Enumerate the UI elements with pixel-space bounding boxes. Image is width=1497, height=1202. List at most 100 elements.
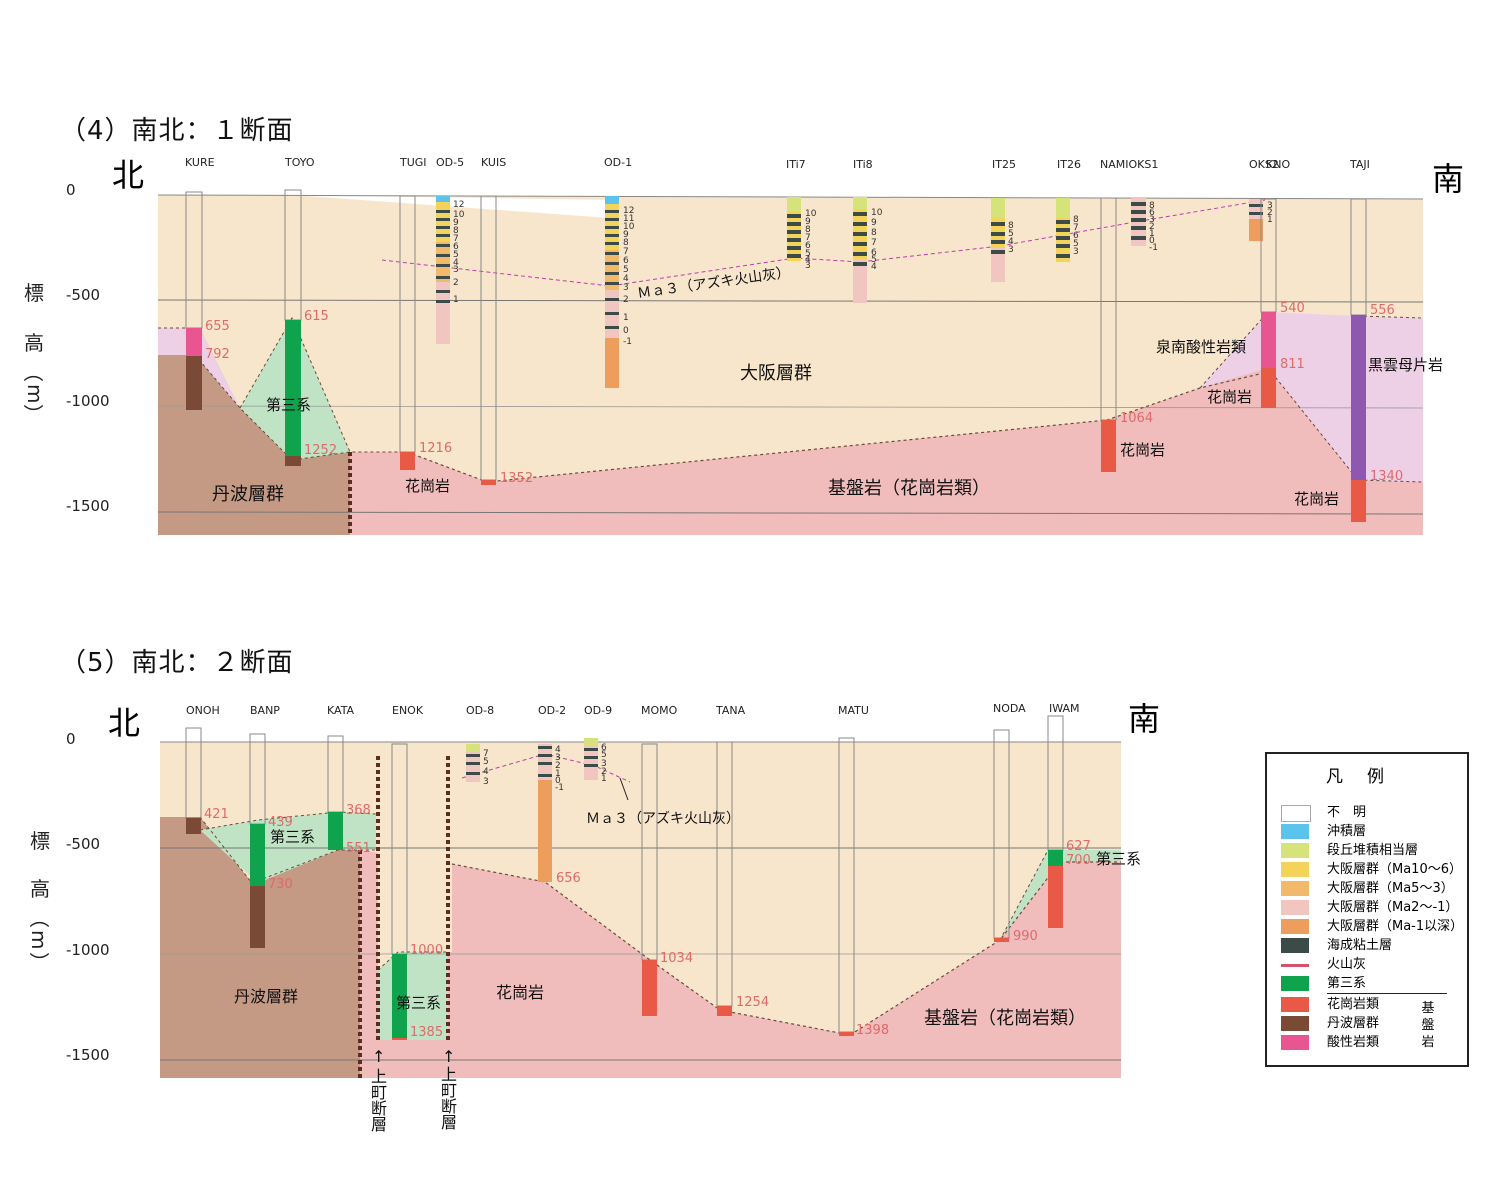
bh-label-od2: OD-2 (538, 704, 566, 717)
label-sennan: 泉南酸性岩類 (1156, 338, 1246, 356)
borehole-tana (716, 741, 733, 1016)
acidic-strip-north-1 (158, 328, 240, 408)
iti8-layer: 8 (871, 228, 877, 238)
tanba-area-1 (158, 355, 350, 535)
nami-layer: 8 (1149, 201, 1155, 211)
label-tertiary: 第三系 (396, 994, 441, 1012)
borehole-noda (993, 729, 1010, 942)
depth-label: 421 (204, 807, 229, 822)
depth-label: 551 (346, 841, 371, 856)
borehole-od9 (584, 738, 598, 780)
od1-layer: 9 (623, 230, 629, 240)
legend-divider (1327, 993, 1447, 994)
tick-label: -1500 (66, 1046, 110, 1064)
borehole-kuis (480, 195, 497, 485)
borehole-enok (391, 743, 408, 1040)
bh-label-iwam: IWAM (1049, 702, 1080, 715)
it25-layer: 8 (1008, 221, 1014, 231)
depth-label: 1216 (419, 441, 452, 456)
borehole-onoh (185, 727, 202, 834)
od9-layer: 3 (601, 759, 607, 769)
borehole-iti7 (787, 197, 801, 261)
od9-layer: 1 (601, 774, 607, 784)
axis-char: m (27, 930, 51, 949)
od1-layer: 0 (623, 326, 629, 336)
iti7-layer: 3 (805, 261, 811, 271)
acidic-rocks-area-1 (1200, 312, 1423, 482)
od5-layer: 2 (453, 278, 459, 288)
bh-label-od9: OD-9 (584, 704, 612, 717)
depth-label: 1352 (500, 471, 533, 486)
od1-layer: 5 (623, 265, 629, 275)
label-granite: 花崗岩 (496, 983, 544, 1002)
od8-layer: 7 (483, 749, 489, 759)
depth-label: 540 (1280, 301, 1305, 316)
iti7-layer: 8 (805, 225, 811, 235)
it25-layer: 5 (1008, 229, 1014, 239)
axis-char: 標 (30, 829, 50, 853)
od5-layer: 4 (453, 258, 459, 268)
iti7-layer: 10 (805, 209, 817, 219)
axis-char: （ (27, 908, 51, 928)
od5-layer: 12 (453, 200, 464, 210)
od5-layer: 10 (453, 210, 465, 220)
depth-label: 627 (1066, 839, 1091, 854)
bh-label-tana: TANA (715, 704, 746, 717)
axis-char: ） (27, 952, 51, 972)
south-label-2: 南 (1128, 700, 1160, 738)
bh-label-matu: MATU (838, 704, 869, 717)
borehole-kure (185, 191, 203, 410)
bh-label-od8: OD-8 (466, 704, 494, 717)
od5-layer: 9 (453, 218, 459, 228)
iti7-layer: 4 (805, 255, 811, 265)
axis-char: m (23, 384, 47, 403)
cross-section-1: KURE TOYO TUGI OD-5 KUIS OD-1 ITi7 ITi8 … (21, 156, 1464, 535)
label-basement: 基盤岩（花崗岩類） (924, 1008, 1086, 1029)
iti8-layer: 6 (871, 248, 877, 258)
granite-zone-south-1 (1200, 368, 1358, 480)
od1-layer: 4 (623, 274, 629, 284)
bh-label-od5: OD-5 (436, 156, 464, 169)
od8-layer: 3 (483, 777, 489, 787)
tick-label: -500 (66, 835, 100, 853)
label-tanba: 丹波層群 (234, 987, 298, 1006)
od1-layer: 2 (623, 295, 629, 305)
depth-label: 439 (268, 815, 293, 830)
borehole-oks2 (1249, 199, 1263, 241)
od9-layer: 5 (601, 750, 607, 760)
depth-label: 700 (1066, 853, 1091, 868)
od1-layer: 1 (623, 313, 629, 323)
label-tanba: 丹波層群 (212, 484, 284, 505)
borehole-iwam (1047, 715, 1064, 928)
od1-layer: 6 (623, 256, 629, 266)
borehole-toyo (284, 189, 302, 466)
bh-label-it25: IT25 (992, 158, 1016, 171)
bh-label-kata: KATA (327, 704, 355, 717)
iti7-layer: 6 (805, 241, 811, 251)
bh-label-oks2: OKS2 (1249, 158, 1279, 171)
label-granite: 花崗岩 (1207, 388, 1252, 406)
cross-section-2: ONOH BANP KATA ENOK OD-8 OD-2 OD-9 MOMO … (27, 700, 1160, 1078)
bh-label-namioks1: NAMIOKS1 (1100, 158, 1158, 171)
bh-label-kno: KNO (1266, 158, 1290, 171)
iti7-layer: 9 (805, 217, 811, 227)
od1-layer: 11 (623, 214, 634, 224)
tick-label: -1500 (66, 497, 110, 515)
fault-label-uemachi-2: 上町断層 (438, 1066, 457, 1130)
depth-label: 990 (1013, 929, 1038, 944)
iti8-layer: 10 (871, 208, 883, 218)
legend: 凡例 不 明 沖積層 段丘堆積相当層 大阪層群（Ma10～6） 大阪層群（Ma5… (1265, 752, 1469, 1067)
nami-layer: -1 (1149, 243, 1158, 253)
label-granite: 花崗岩 (1120, 441, 1165, 459)
it25-layer: 3 (1008, 245, 1014, 255)
od5-layer: 5 (453, 250, 459, 260)
fault-label-uemachi-1: 上町断層 (368, 1068, 387, 1132)
nami-layer: 2 (1149, 222, 1155, 232)
borehole-iti8 (853, 197, 867, 303)
od2-layer: 4 (555, 745, 561, 755)
fault-arrow: ↑ (442, 1047, 455, 1066)
bh-label-kure: KURE (185, 156, 215, 169)
bh-label-onoh: ONOH (186, 704, 220, 717)
depth-label: 556 (1370, 303, 1395, 318)
depth-label: 730 (268, 877, 293, 892)
